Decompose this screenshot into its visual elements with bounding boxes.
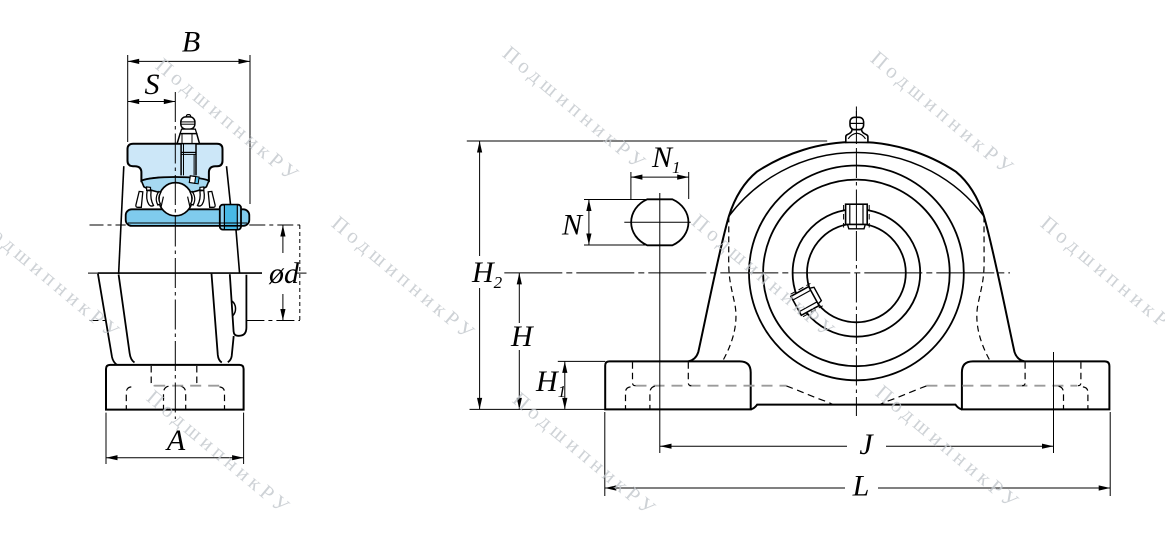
svg-text:H1: H1 — [535, 365, 566, 401]
svg-text:ød: ød — [268, 257, 300, 290]
svg-text:N1: N1 — [651, 141, 681, 177]
svg-text:H2: H2 — [471, 256, 503, 292]
svg-text:S: S — [145, 68, 160, 101]
svg-text:L: L — [852, 470, 870, 503]
svg-text:B: B — [182, 26, 200, 59]
svg-text:N: N — [561, 209, 584, 242]
svg-text:A: A — [165, 424, 186, 457]
svg-text:H: H — [510, 320, 535, 353]
svg-text:J: J — [859, 428, 874, 461]
